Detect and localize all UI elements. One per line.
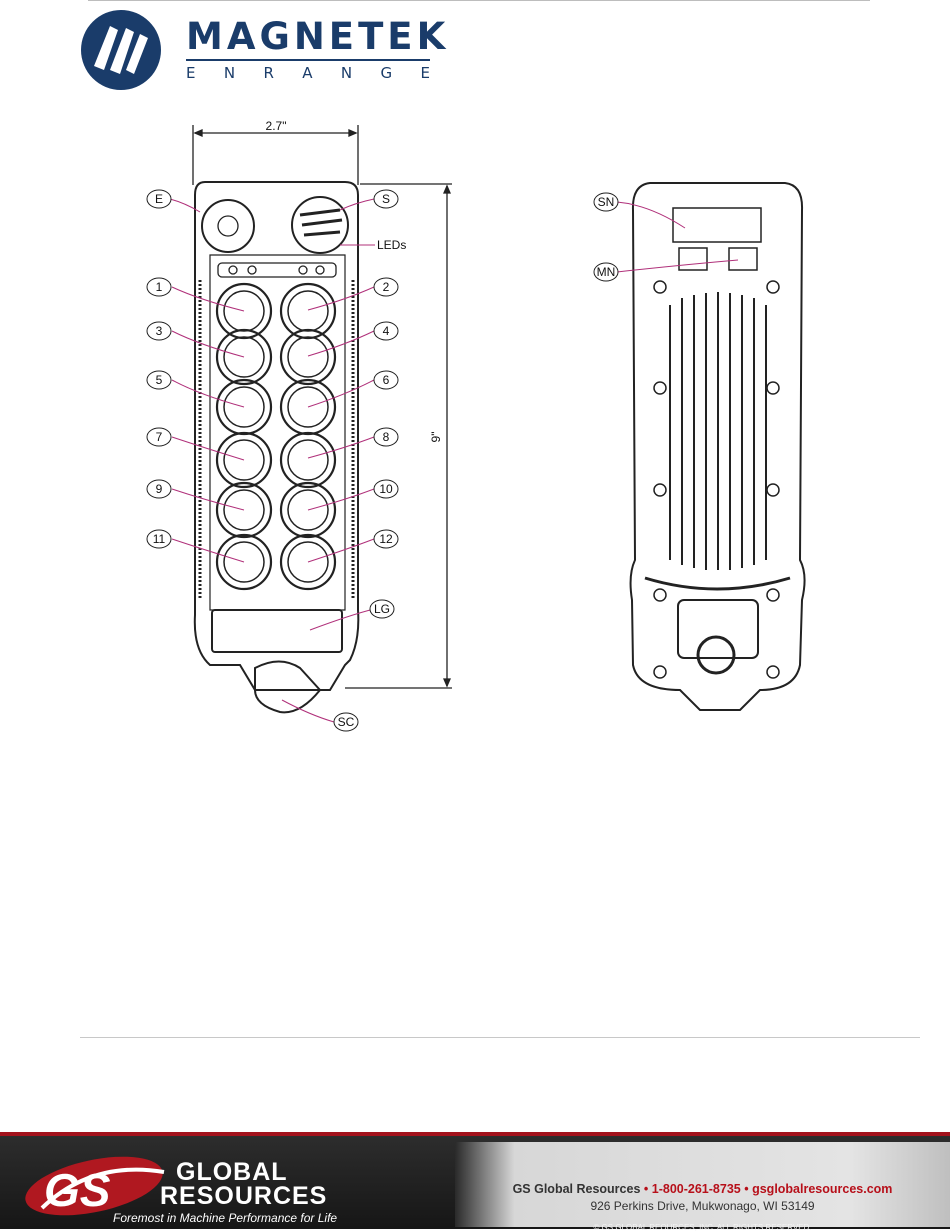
strap-clip — [255, 662, 320, 713]
callout-leds: LEDs — [377, 238, 406, 252]
brand-sub-letter: A — [302, 64, 312, 82]
callout-s: S — [382, 192, 390, 206]
bottom-rule — [80, 1037, 920, 1038]
footer-website-link[interactable]: gsglobalresources.com — [752, 1182, 892, 1196]
footer-brand-resources: RESOURCES — [160, 1184, 327, 1209]
brand-sub-letter: E — [186, 64, 195, 82]
front-view — [195, 182, 359, 712]
width-dimension — [193, 125, 358, 185]
callout-10: 10 — [379, 482, 393, 496]
footer-tagline: Foremost in Machine Performance for Life — [113, 1211, 337, 1225]
footer-copyright: © GS GLOBAL REOURCES, INC. ALL RIGHTS RE… — [455, 1223, 950, 1232]
brand-rule — [186, 59, 430, 61]
footer-accent-line — [0, 1132, 950, 1136]
callout-mn: MN — [597, 265, 616, 279]
callout-1: 1 — [156, 280, 163, 294]
callout-12: 12 — [379, 532, 393, 546]
callout-9: 9 — [156, 482, 163, 496]
height-label: 9" — [429, 432, 443, 443]
footer-contact-panel: GS Global Resources • 1-800-261-8735 • g… — [455, 1142, 950, 1227]
connector — [698, 637, 734, 673]
footer-separator: • — [644, 1182, 648, 1196]
e-stop-knob — [202, 200, 254, 252]
brand-name: MAGNETEK — [186, 18, 449, 55]
brand-sub-letter: N — [341, 64, 352, 82]
footer-separator: • — [744, 1182, 748, 1196]
callout-e: E — [155, 192, 163, 206]
callout-3: 3 — [156, 324, 163, 338]
callout-sn: SN — [598, 195, 615, 209]
footer-contact-line: GS Global Resources • 1-800-261-8735 • g… — [455, 1182, 950, 1196]
top-rule — [88, 0, 870, 1]
footer-address: 926 Perkins Drive, Mukwonago, WI 53149 — [455, 1199, 950, 1213]
callout-sc: SC — [338, 715, 355, 729]
push-button-8 — [281, 433, 335, 487]
brand-sub-letter: R — [263, 64, 273, 82]
brand-sub-letter: E — [420, 64, 429, 82]
callout-lg: LG — [374, 602, 390, 616]
gs-mark-text: GS — [44, 1164, 111, 1216]
width-label: 2.7" — [266, 119, 287, 133]
callout-6: 6 — [383, 373, 390, 387]
brand-sub-letter: G — [380, 64, 392, 82]
callout-4: 4 — [383, 324, 390, 338]
brand-sub-letter: N — [224, 64, 235, 82]
callout-5: 5 — [156, 373, 163, 387]
callout-2: 2 — [383, 280, 390, 294]
technical-drawing: E S LEDs 1 2 3 4 5 6 7 8 9 10 11 12 LG S… — [135, 115, 835, 745]
label-area — [212, 610, 342, 652]
callout-8: 8 — [383, 430, 390, 444]
footer: GS GLOBAL RESOURCES Foremost in Machine … — [0, 1132, 950, 1229]
front-buttons — [217, 284, 335, 589]
callout-7: 7 — [156, 430, 163, 444]
footer-company: GS Global Resources — [513, 1182, 641, 1196]
key-switch — [292, 197, 348, 253]
callout-11: 11 — [153, 532, 166, 546]
footer-phone[interactable]: 1-800-261-8735 — [652, 1182, 741, 1196]
brand-subtitle: E N R A N G E — [186, 64, 430, 82]
